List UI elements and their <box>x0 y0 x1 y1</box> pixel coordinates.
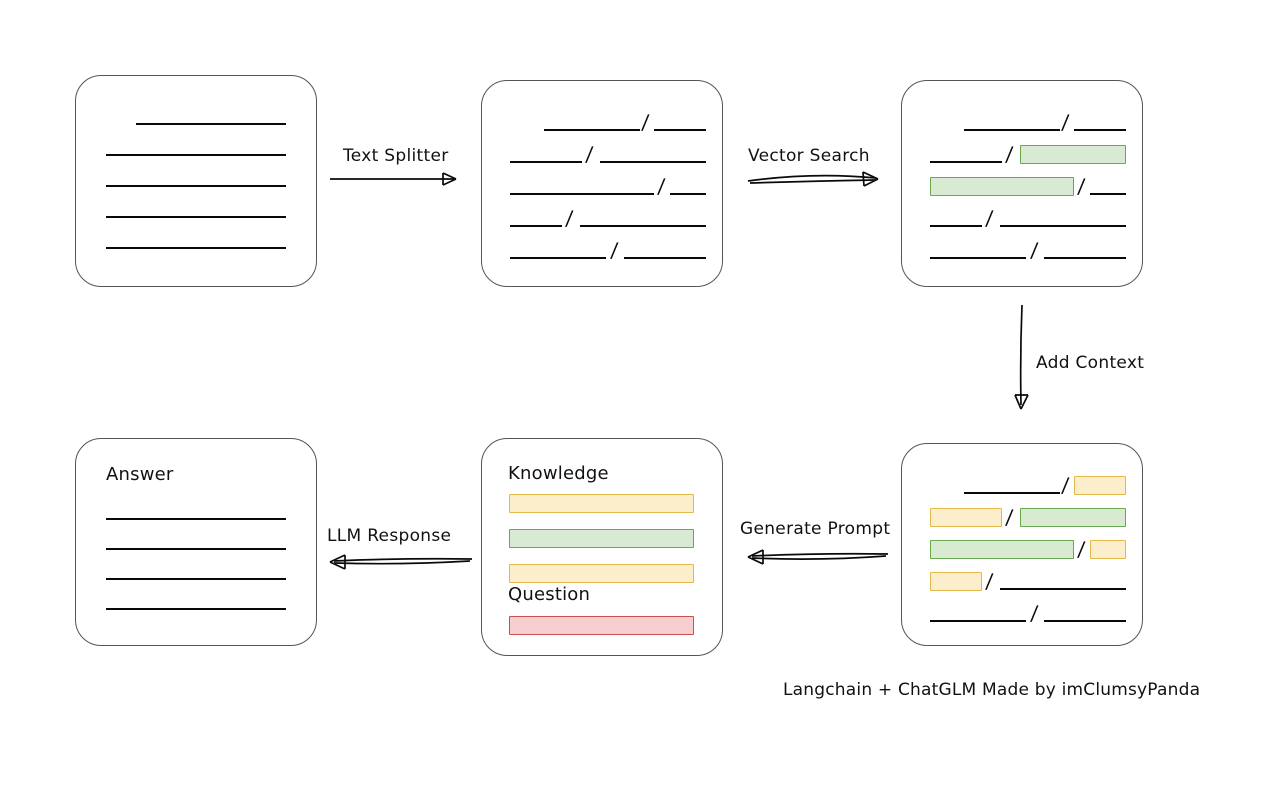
chunk-separator-slash: / <box>1004 505 1015 529</box>
edge-add-context-arrow <box>1014 304 1029 410</box>
text-line-segment <box>106 608 286 610</box>
split-document-lines: / / / / / <box>482 81 722 286</box>
chunk-separator-slash: / <box>1029 601 1040 625</box>
text-line-segment <box>106 518 286 520</box>
text-line-segment <box>106 578 286 580</box>
highlight-chip-green[interactable] <box>930 177 1074 196</box>
chunk-separator-slash: / <box>1060 110 1071 134</box>
edge-add-context-label: Add Context <box>1036 353 1145 373</box>
chunk-separator-slash: / <box>984 569 995 593</box>
highlight-chip-yellow[interactable] <box>930 508 1002 527</box>
text-line-segment <box>1074 129 1126 131</box>
chunk-separator-slash: / <box>584 142 595 166</box>
text-line-segment <box>510 161 582 163</box>
text-line-segment <box>106 548 286 550</box>
knowledge-chip-2[interactable] <box>509 529 694 548</box>
text-line-segment <box>930 620 1026 622</box>
node-context-document[interactable]: / / / / / <box>901 443 1143 646</box>
node-prompt-box[interactable]: Knowledge Question <box>481 438 723 656</box>
node-vector-matched-document[interactable]: / / / / / <box>901 80 1143 287</box>
highlight-chip-yellow[interactable] <box>1090 540 1126 559</box>
text-line-segment <box>106 216 286 218</box>
edge-generate-prompt-label: Generate Prompt <box>740 519 891 539</box>
text-line-segment <box>624 257 706 259</box>
text-line-segment <box>106 154 286 156</box>
chunk-separator-slash: / <box>564 206 575 230</box>
highlight-chip-green[interactable] <box>930 540 1074 559</box>
text-line-segment <box>580 225 706 227</box>
edge-text-splitter-arrow <box>330 172 457 186</box>
footer-credit: Langchain + ChatGLM Made by imClumsyPand… <box>783 680 1201 700</box>
highlight-chip-green[interactable] <box>1020 145 1126 164</box>
vector-matched-document-lines: / / / / / <box>902 81 1142 286</box>
answer-title: Answer <box>106 464 174 485</box>
text-line-segment <box>1000 225 1126 227</box>
text-line-segment <box>930 161 1002 163</box>
text-line-segment <box>106 247 286 249</box>
node-source-document[interactable] <box>75 75 317 287</box>
chunk-separator-slash: / <box>1076 174 1087 198</box>
highlight-chip-yellow[interactable] <box>930 572 982 591</box>
text-line-segment <box>1044 620 1126 622</box>
source-document-lines <box>76 76 316 286</box>
answer-lines <box>76 439 316 645</box>
knowledge-label: Knowledge <box>508 463 609 484</box>
text-line-segment <box>106 185 286 187</box>
knowledge-chip-3[interactable] <box>509 564 694 583</box>
text-line-segment <box>930 225 982 227</box>
text-line-segment <box>1090 193 1126 195</box>
text-line-segment <box>600 161 706 163</box>
text-line-segment <box>670 193 706 195</box>
text-line-segment <box>964 492 1060 494</box>
edge-vector-search-arrow <box>747 171 879 187</box>
edge-llm-response-label: LLM Response <box>327 526 452 546</box>
chunk-separator-slash: / <box>609 238 620 262</box>
highlight-chip-green[interactable] <box>1020 508 1126 527</box>
chunk-separator-slash: / <box>1029 238 1040 262</box>
text-line-segment <box>136 123 286 125</box>
question-chip-1[interactable] <box>509 616 694 635</box>
chunk-separator-slash: / <box>1004 142 1015 166</box>
text-line-segment <box>544 129 640 131</box>
chunk-separator-slash: / <box>1076 537 1087 561</box>
edge-vector-search-label: Vector Search <box>748 146 870 166</box>
question-label: Question <box>508 584 591 605</box>
text-line-segment <box>930 257 1026 259</box>
text-line-segment <box>654 129 706 131</box>
chunk-separator-slash: / <box>1060 473 1071 497</box>
highlight-chip-yellow[interactable] <box>1074 476 1126 495</box>
text-line-segment <box>964 129 1060 131</box>
chunk-separator-slash: / <box>984 206 995 230</box>
edge-text-splitter-label: Text Splitter <box>343 146 449 166</box>
node-answer-box[interactable]: Answer <box>75 438 317 646</box>
chunk-separator-slash: / <box>656 174 667 198</box>
text-line-segment <box>1044 257 1126 259</box>
node-split-document[interactable]: / / / / / <box>481 80 723 287</box>
text-line-segment <box>510 257 606 259</box>
text-line-segment <box>510 193 654 195</box>
text-line-segment <box>510 225 562 227</box>
knowledge-chip-1[interactable] <box>509 494 694 513</box>
edge-llm-response-arrow <box>329 554 473 570</box>
context-document-lines: / / / / / <box>902 444 1142 645</box>
text-line-segment <box>1000 588 1126 590</box>
edge-generate-prompt-arrow <box>747 549 889 565</box>
chunk-separator-slash: / <box>640 110 651 134</box>
